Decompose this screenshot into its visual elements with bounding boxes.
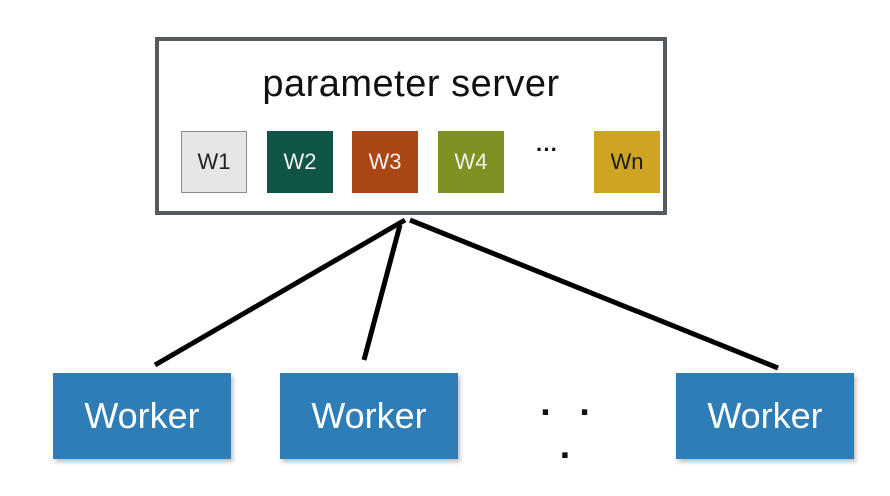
worker-node-1: Worker — [53, 373, 231, 459]
weight-block-w1: W1 — [181, 131, 247, 193]
connector-line-worker-3 — [409, 217, 779, 371]
weight-block-wn: Wn — [594, 131, 660, 193]
weight-block-w3: W3 — [352, 131, 418, 193]
parameter-server-box: parameter server W1 W2 W3 W4 ··· Wn — [155, 37, 667, 215]
connector-line-worker-1 — [153, 217, 407, 368]
worker-ellipsis: · · · — [540, 392, 600, 477]
connector-line-worker-2 — [361, 224, 403, 361]
server-title: parameter server — [262, 63, 560, 105]
weight-ellipsis: ··· — [536, 137, 558, 162]
worker-node-3: Worker — [676, 373, 854, 459]
weight-block-w2: W2 — [267, 131, 333, 193]
weight-block-w4: W4 — [438, 131, 504, 193]
worker-node-2: Worker — [280, 373, 458, 459]
